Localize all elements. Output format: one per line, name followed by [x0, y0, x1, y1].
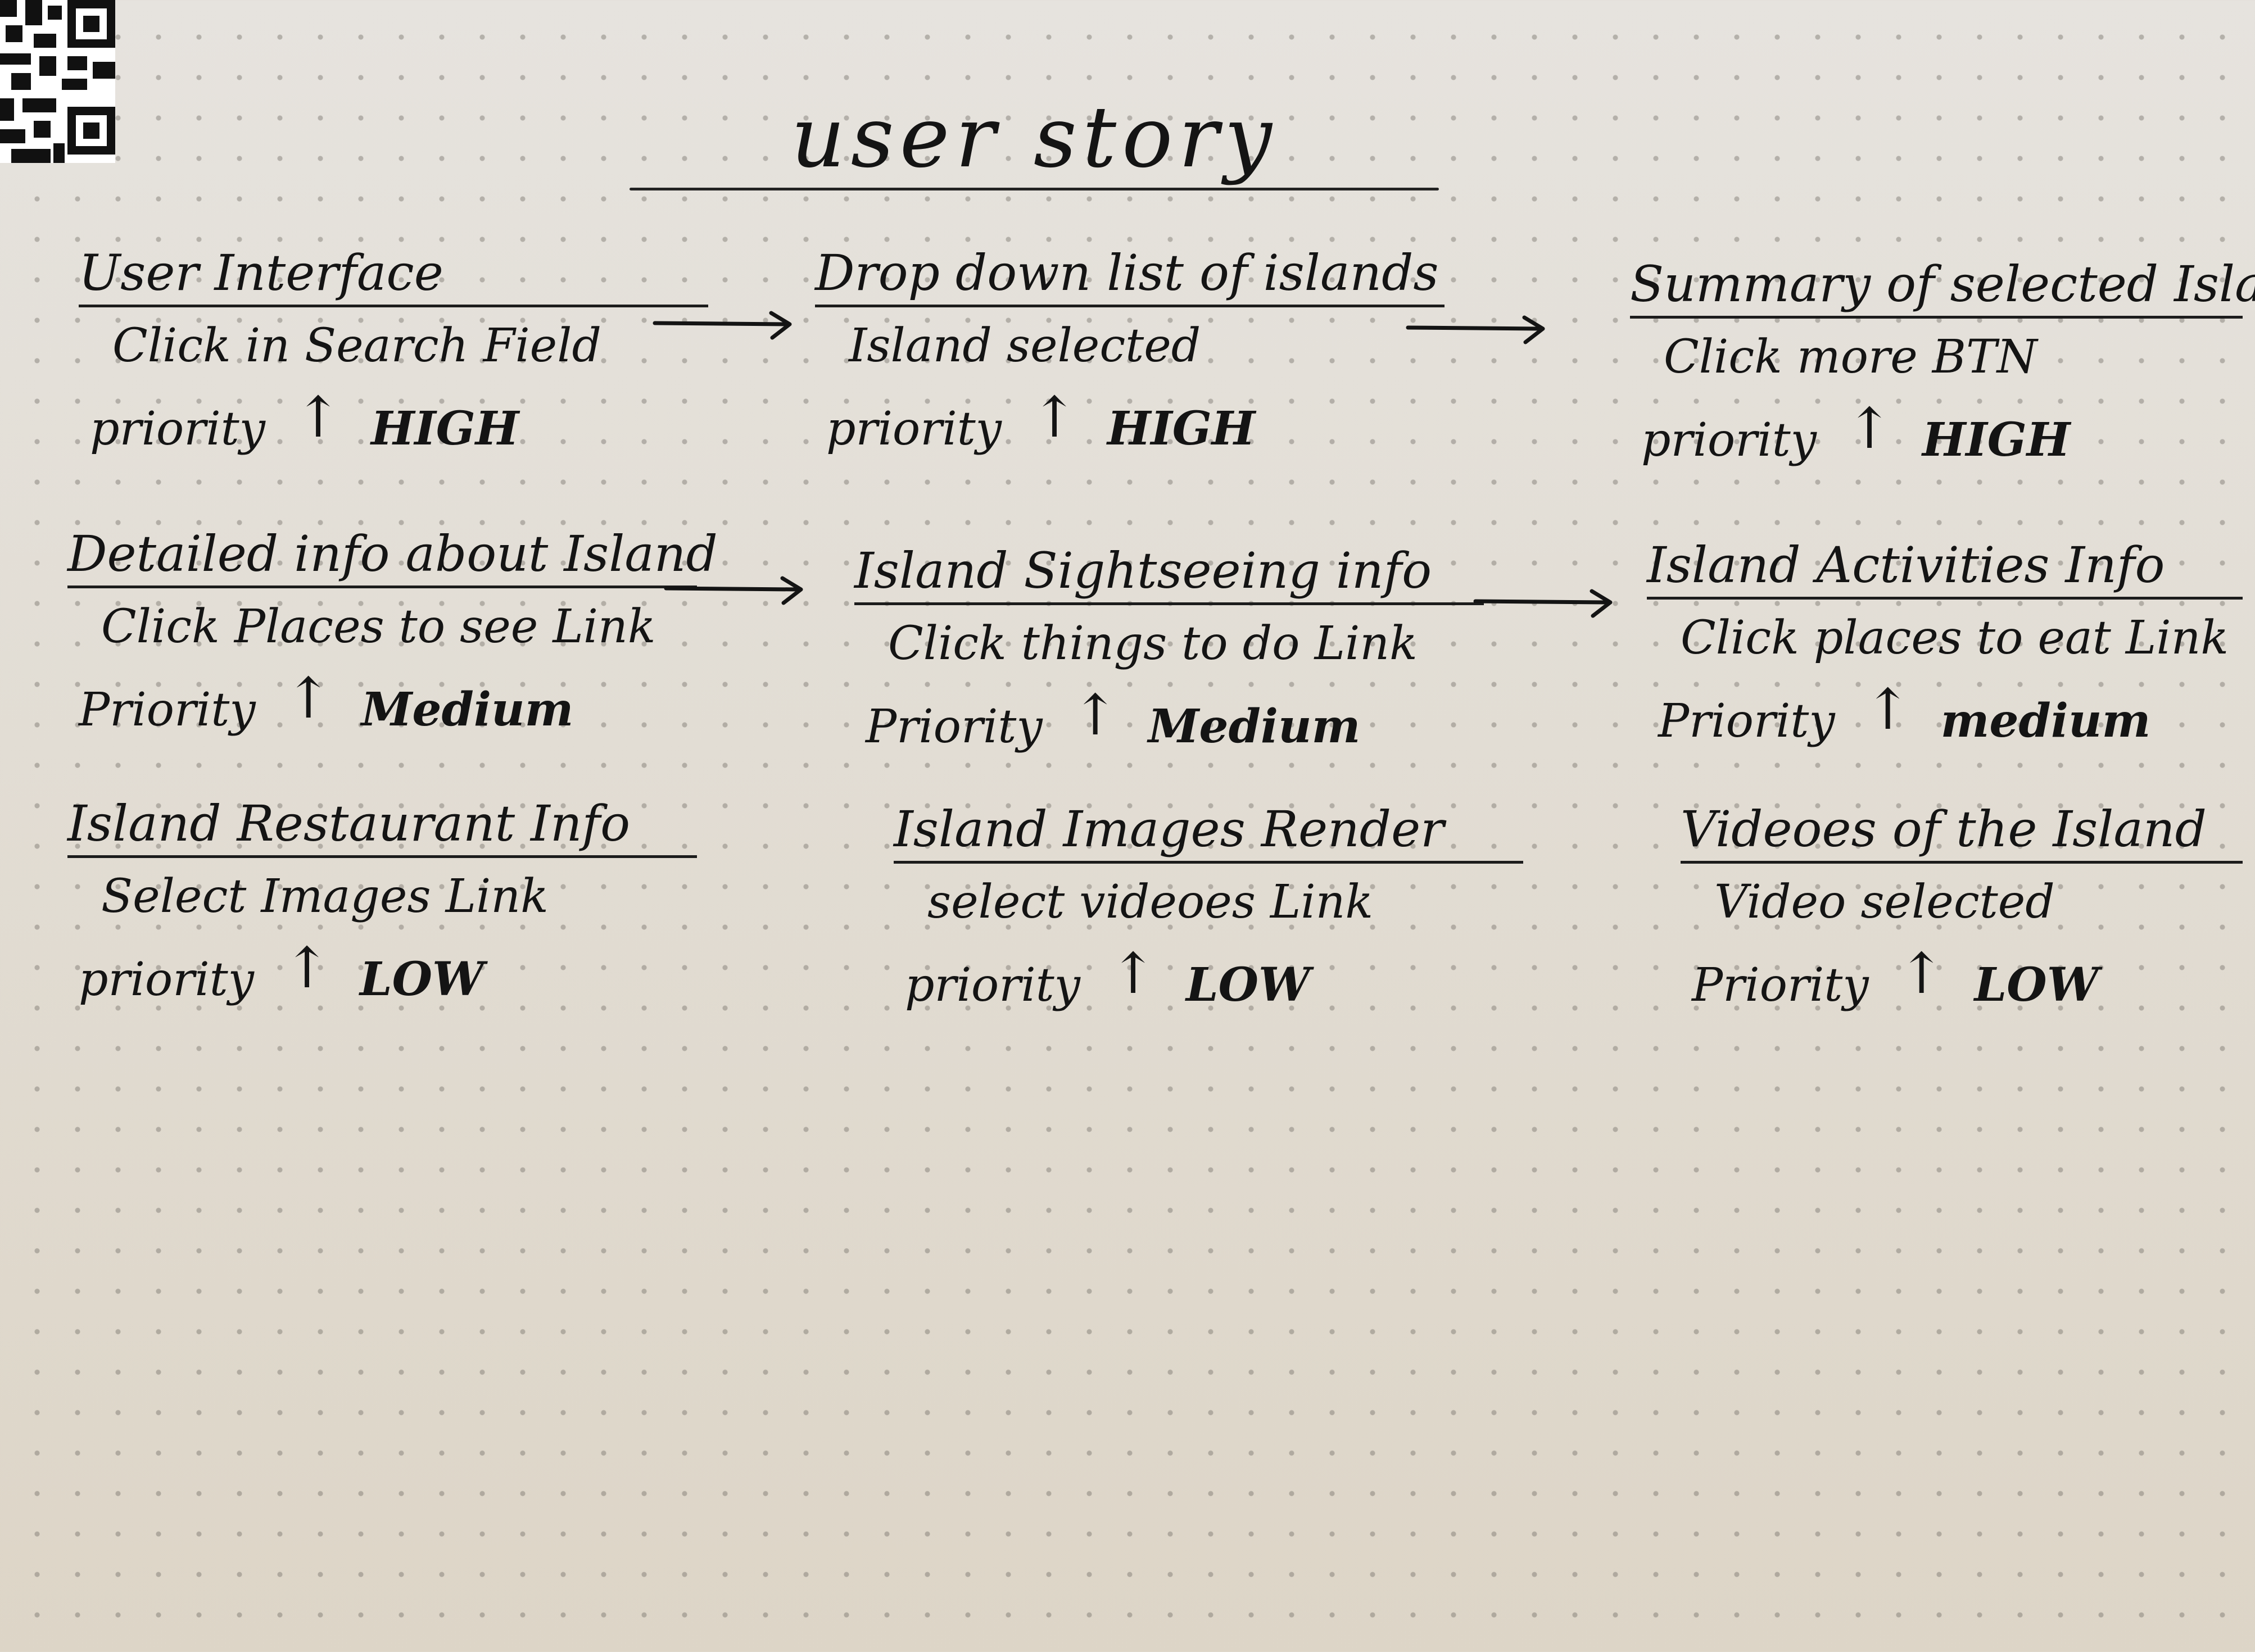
- story-action: Click things to do Link: [888, 617, 1418, 671]
- story-card: Island Sightseeing info Click things to …: [854, 544, 1484, 754]
- story-card: Island Restaurant Info Select Images Lin…: [67, 797, 697, 1007]
- story-action: Click in Search Field: [112, 319, 601, 373]
- priority-value: LOW: [359, 952, 484, 1006]
- qr-code-icon: [0, 0, 115, 163]
- priority-label: Priority: [1692, 958, 1869, 1012]
- up-arrow-icon: ↑: [1898, 940, 1945, 1006]
- story-card: Island Activities Info Click places to e…: [1647, 539, 2243, 748]
- up-arrow-icon: ↑: [1031, 384, 1078, 450]
- story-action: Click places to eat Link: [1681, 611, 2229, 665]
- story-priority: priority ↑ LOW: [905, 942, 1523, 1013]
- story-title: Island Images Render: [894, 803, 1523, 864]
- up-arrow-icon: ↑: [284, 665, 332, 731]
- priority-value: Medium: [361, 682, 574, 737]
- story-card: Videoes of the Island Video selected Pri…: [1681, 803, 2243, 1013]
- priority-value: HIGH: [1107, 401, 1256, 456]
- up-arrow-icon: ↑: [1071, 682, 1119, 748]
- right-arrow-icon: [653, 311, 792, 340]
- story-card: Detailed info about Island Click Places …: [67, 528, 718, 737]
- story-title: Videoes of the Island: [1681, 803, 2243, 864]
- story-priority: priority ↑ LOW: [79, 937, 697, 1007]
- priority-value: LOW: [1974, 957, 2099, 1012]
- priority-value: HIGH: [370, 401, 519, 456]
- priority-value: medium: [1940, 693, 2151, 748]
- story-priority: Priority ↑ Medium: [79, 667, 697, 737]
- story-priority: Priority ↑ medium: [1658, 678, 2243, 748]
- story-priority: Priority ↑ LOW: [1692, 942, 2243, 1013]
- story-title: Drop down list of islands: [815, 247, 1445, 308]
- story-priority: priority ↑ HIGH: [90, 386, 708, 456]
- story-action: Click more BTN: [1664, 330, 2037, 384]
- story-action: Select Images Link: [101, 870, 549, 924]
- story-title: Detailed info about Island: [67, 528, 718, 589]
- priority-label: priority: [905, 958, 1080, 1012]
- story-priority: priority ↑ HIGH: [826, 386, 1445, 456]
- story-priority: priority ↑ HIGH: [1641, 397, 2243, 468]
- priority-value: Medium: [1148, 699, 1361, 754]
- priority-label: priority: [79, 952, 254, 1006]
- up-arrow-icon: ↑: [283, 934, 330, 1001]
- story-action: Click Places to see Link: [101, 600, 656, 654]
- story-title: Island Sightseeing info: [854, 544, 1484, 606]
- story-card: Island Images Render select videoes Link…: [894, 803, 1523, 1013]
- priority-label: Priority: [79, 683, 256, 737]
- priority-label: Priority: [1658, 694, 1835, 748]
- story-title: Summary of selected Island: [1630, 258, 2255, 319]
- story-action: Video selected: [1714, 875, 2055, 929]
- up-arrow-icon: ↑: [1110, 940, 1157, 1006]
- right-arrow-icon: [664, 576, 803, 605]
- page-title-block: user story: [630, 96, 1439, 197]
- up-arrow-icon: ↑: [1846, 395, 1893, 461]
- priority-value: LOW: [1185, 957, 1311, 1012]
- page-title: user story: [791, 89, 1278, 187]
- title-underline: [630, 188, 1439, 190]
- priority-label: Priority: [866, 700, 1043, 754]
- story-card: Drop down list of islands Island selecte…: [815, 247, 1445, 456]
- story-priority: Priority ↑ Medium: [866, 684, 1484, 754]
- up-arrow-icon: ↑: [1864, 676, 1912, 742]
- up-arrow-icon: ↑: [295, 384, 342, 450]
- priority-label: priority: [1641, 413, 1817, 467]
- story-action: Island selected: [849, 319, 1201, 373]
- priority-label: priority: [826, 402, 1002, 456]
- story-title: Island Restaurant Info: [67, 797, 697, 859]
- story-card: Summary of selected Island Click more BT…: [1630, 258, 2255, 468]
- story-title: Island Activities Info: [1647, 539, 2243, 600]
- priority-value: HIGH: [1922, 412, 2071, 467]
- story-card: User Interface Click in Search Field pri…: [79, 247, 708, 456]
- story-title: User Interface: [79, 247, 708, 308]
- priority-label: priority: [90, 402, 265, 456]
- story-action: select videoes Link: [927, 875, 1374, 929]
- right-arrow-icon: [1473, 589, 1613, 618]
- right-arrow-icon: [1406, 315, 1545, 344]
